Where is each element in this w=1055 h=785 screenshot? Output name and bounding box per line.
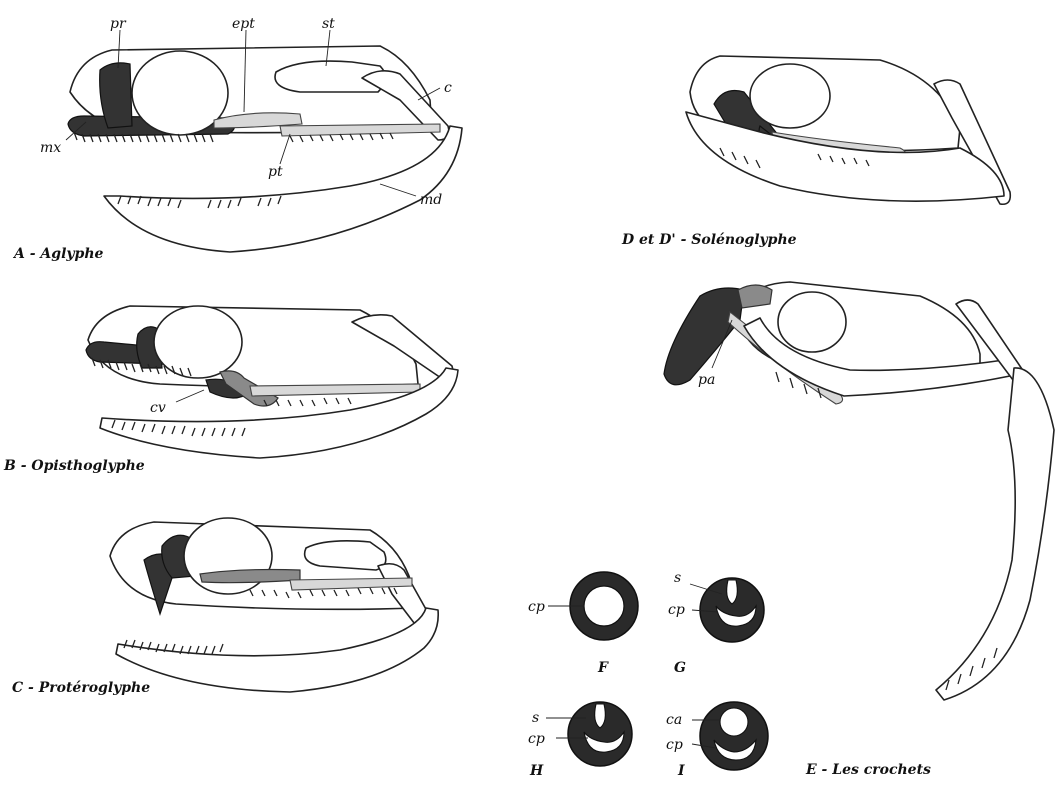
label-cp-f: cp — [528, 599, 545, 615]
label-cp-h: cp — [528, 731, 545, 747]
label-pa: pa — [698, 372, 715, 388]
label-st: st — [322, 16, 335, 32]
fang-section-g: s cp G — [668, 570, 764, 676]
label-cp-i: cp — [666, 737, 683, 753]
caption-proteroglyphe: C - Protéroglyphe — [12, 680, 150, 696]
skull-opisthoglyphe: cv — [86, 306, 458, 458]
label-s-g: s — [674, 570, 681, 586]
fang-section-i: ca cp I — [666, 702, 768, 779]
section-h: H — [529, 763, 544, 779]
section-f: F — [597, 660, 609, 676]
label-mx: mx — [40, 140, 61, 156]
caption-solenoglyphe: D et D' - Solénoglyphe — [622, 232, 797, 248]
caption-aglyphe: A - Aglyphe — [14, 246, 103, 262]
fang-section-h: s cp H — [528, 702, 632, 779]
fang-section-f: cp F — [528, 572, 638, 676]
caption-crochets: E - Les crochets — [806, 762, 931, 778]
skull-solenoglyphe-d — [686, 56, 1010, 204]
label-s-h: s — [532, 710, 539, 726]
label-pr: pr — [110, 16, 127, 32]
section-g: G — [674, 660, 686, 676]
label-md: md — [420, 192, 442, 208]
label-pt: pt — [268, 164, 283, 180]
label-ept: ept — [232, 16, 255, 32]
label-ca-i: ca — [666, 712, 682, 728]
caption-opisthoglyphe: B - Opisthoglyphe — [4, 458, 145, 474]
section-i: I — [677, 763, 685, 779]
skull-proteroglyphe — [110, 518, 438, 692]
skull-aglyphe: pr ept st c mx pt md — [40, 16, 462, 252]
label-cp-g: cp — [668, 602, 685, 618]
label-cv: cv — [150, 400, 166, 416]
label-c: c — [444, 80, 452, 96]
